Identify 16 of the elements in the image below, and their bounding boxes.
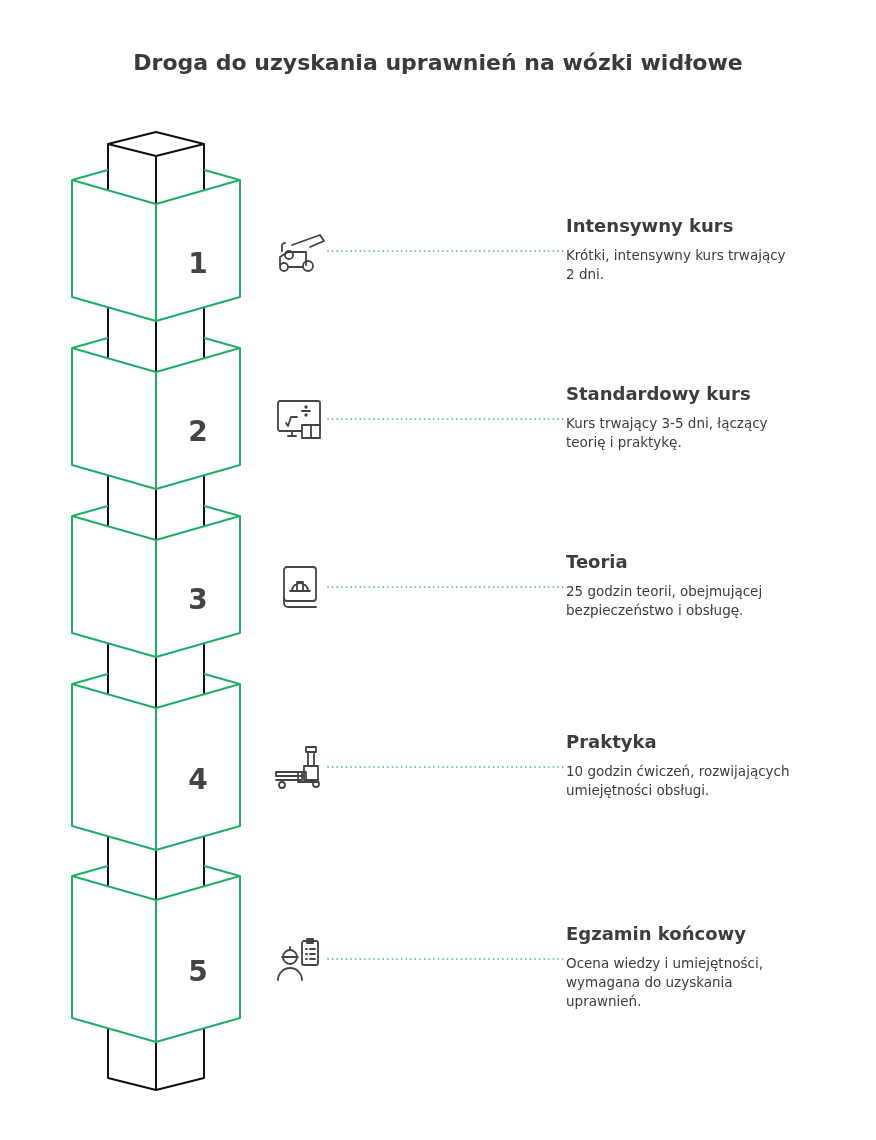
diagram-title: Droga do uzyskania uprawnień na wózki widłowe [132,50,744,75]
step-heading: Intensywny kurs [566,215,735,236]
step-number: 2 [187,414,209,448]
step-description: Krótki, intensywny kurs trwający 2 dni. [566,246,787,284]
step-description: Kurs trwający 3-5 dni, łączący teorię i praktykę. [566,414,769,452]
step-heading: Praktyka [566,731,658,752]
step-number: 4 [187,763,209,796]
step-heading: Teoria [566,551,629,572]
step-description: 25 godzin teorii, obejmującej bezpieczeństwo i obsługę. [566,582,764,620]
step-number: 1 [187,246,209,280]
step-number: 5 [187,955,209,988]
step-heading: Egzamin końcowy [566,923,747,944]
step-description: Ocena wiedzy i umiejętności, wymagana do uzyskania uprawnień. [566,954,764,1011]
step-heading: Standardowy kurs [566,383,752,404]
step-description: 10 godzin ćwiczeń, rozwijających umiejętności obsługi. [566,762,791,800]
step-number: 3 [187,582,209,616]
